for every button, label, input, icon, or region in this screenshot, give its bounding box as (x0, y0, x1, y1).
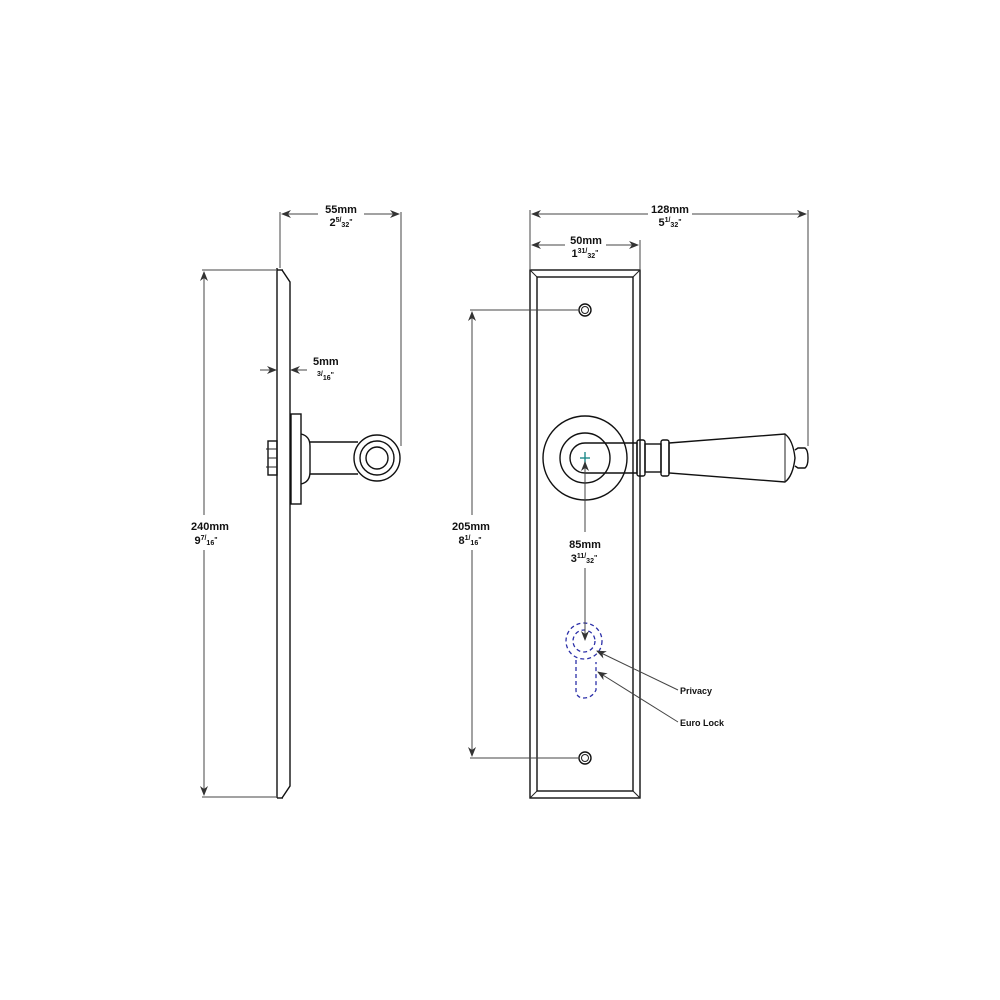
front-view: Privacy Euro Lock 85mm 311/32" 205mm 81/… (452, 204, 809, 799)
plate-width-dimension-imperial: 131/32" (572, 248, 599, 260)
projection-dimension-imperial: 25/32" (329, 217, 352, 229)
fixing-centres-dimension-metric: 205mm (452, 521, 490, 533)
thickness-dimension-imperial: 3/16" (317, 371, 334, 382)
lever-end-knob (794, 447, 809, 469)
side-plate-front-edge (281, 269, 291, 799)
side-view: 55mm 25/32" 5mm 3/16" 240mm 97/16" (191, 204, 402, 799)
plate-width-dimension-metric: 50mm (570, 235, 602, 247)
privacy-callout-label: Privacy (680, 686, 712, 696)
height-dimension-metric: 240mm (191, 521, 229, 533)
euro-lock-callout-label: Euro Lock (680, 718, 725, 728)
lever-collar-2 (660, 439, 670, 477)
lock-centre-dimension-imperial: 311/32" (571, 553, 598, 565)
front-backplate-outer (529, 269, 641, 799)
lock-centre-dimension-metric: 85mm (569, 539, 601, 551)
side-rose-flange (290, 413, 302, 505)
overall-width-dimension-imperial: 51/32" (658, 217, 681, 229)
fixing-centres-dimension-imperial: 81/16" (458, 535, 481, 547)
front-backplate-inner (536, 276, 634, 792)
top-fixing-hole (578, 303, 592, 317)
lever-collar-1 (636, 439, 646, 477)
side-rose-boss (300, 433, 311, 485)
euro-lock-outline (575, 660, 597, 699)
overall-width-dimension-metric: 128mm (651, 204, 689, 216)
projection-dimension-metric: 55mm (325, 204, 357, 216)
privacy-turn-outline (565, 622, 603, 660)
height-dimension-imperial: 97/16" (194, 535, 217, 547)
bottom-fixing-hole (578, 751, 592, 765)
lever-grip (668, 433, 796, 483)
side-lever-end-outer (353, 434, 401, 482)
thickness-dimension-metric: 5mm (313, 356, 339, 368)
